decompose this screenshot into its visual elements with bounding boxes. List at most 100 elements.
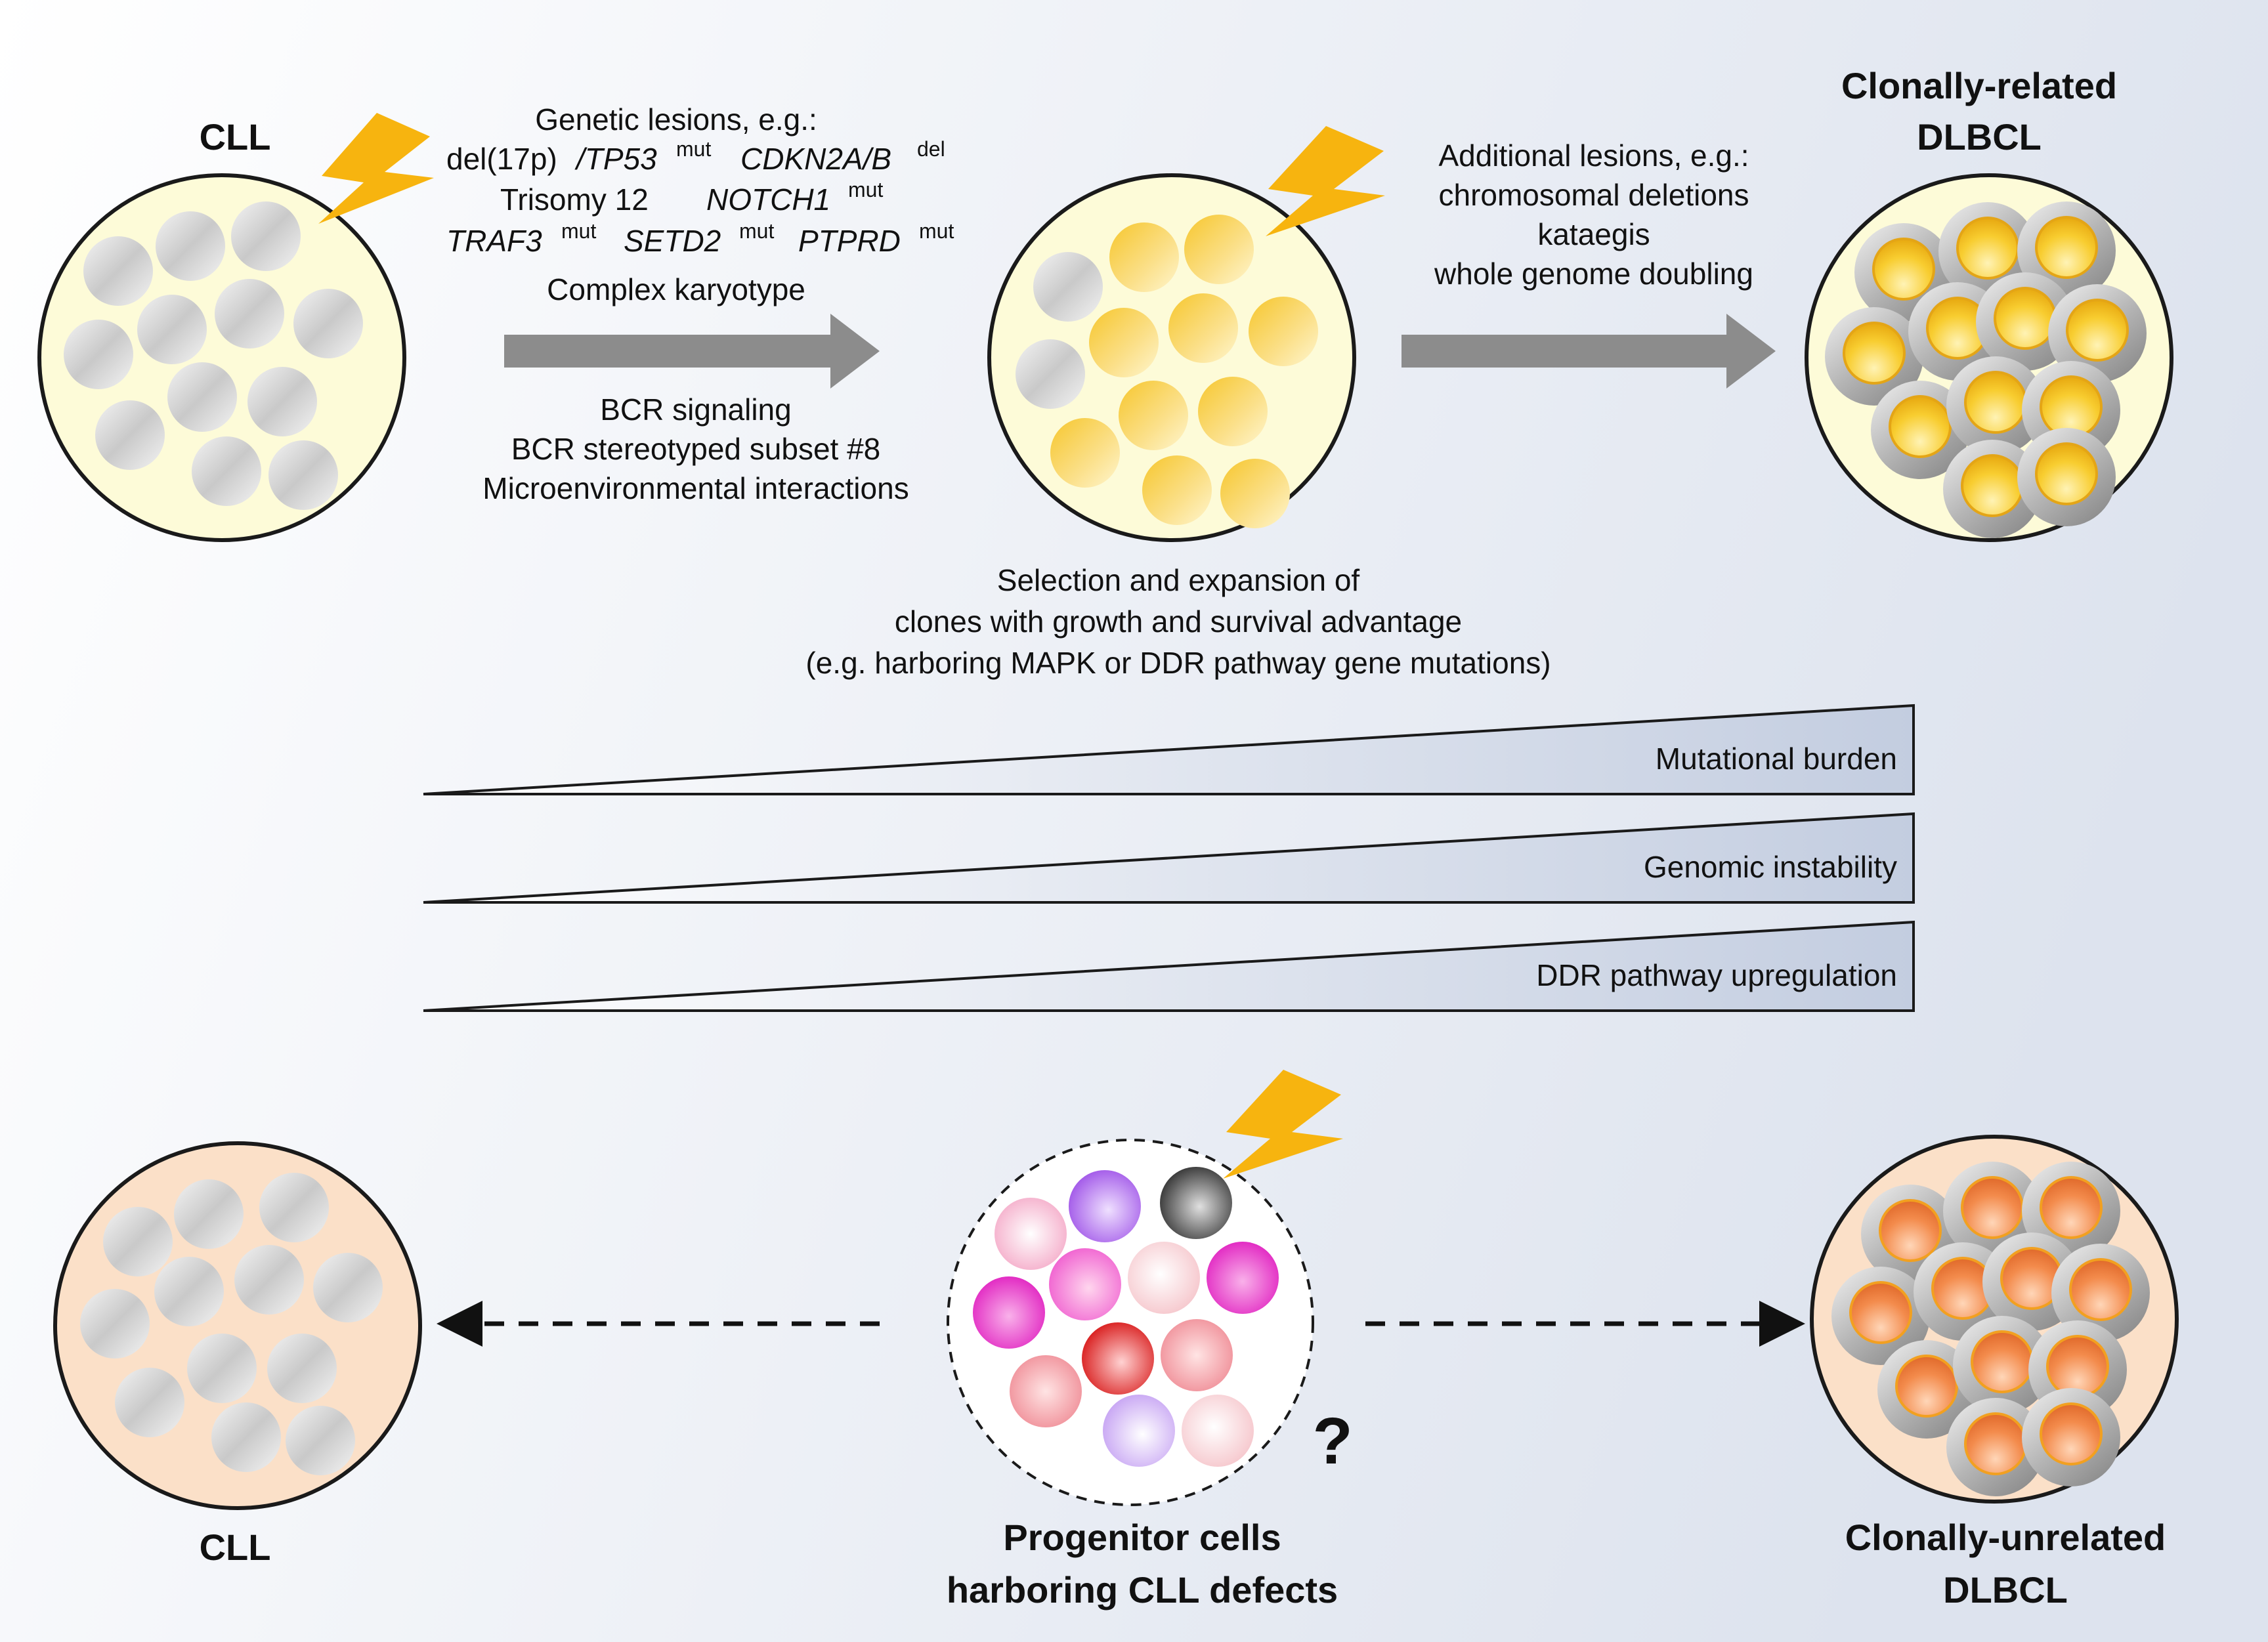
cll-cell <box>167 362 237 432</box>
transformed-cell <box>1249 297 1318 366</box>
dlbcl-cell <box>2051 1244 2150 1342</box>
cll-cell <box>1033 252 1103 322</box>
question-mark: ? <box>1312 1404 1352 1478</box>
transformed-cell <box>1198 377 1268 446</box>
selection-line1: Selection and expansion of <box>997 563 1360 597</box>
selection-line2: clones with growth and survival advantag… <box>895 604 1462 639</box>
whole-genome-doubling-text: whole genome doubling <box>1434 257 1753 291</box>
cll-cell <box>156 211 225 281</box>
dlbcl-cell <box>2048 284 2147 383</box>
dlbcl-cell <box>2022 1388 2120 1486</box>
cll-cell <box>64 320 133 389</box>
clonally-related-dlbcl-label: DLBCL <box>1917 116 2042 158</box>
chromosomal-deletions-text: chromosomal deletions <box>1438 178 1749 212</box>
cll-cell <box>215 279 284 348</box>
ptprd-text: PTPRD <box>798 224 901 258</box>
transformed-cell <box>1119 381 1188 450</box>
dlbcl-cell <box>1946 1398 2045 1496</box>
cll-cell <box>187 1334 257 1403</box>
dlbcl-cell <box>1877 1340 1976 1439</box>
microenvironment-text: Microenvironmental interactions <box>482 471 909 505</box>
clonally-related-label: Clonally-related <box>1841 65 2117 106</box>
additional-lesions-heading: Additional lesions, e.g.: <box>1438 138 1749 173</box>
cll-cell <box>103 1207 173 1276</box>
dlbcl-cell <box>1871 381 1969 479</box>
transformed-cell <box>1168 293 1238 363</box>
selection-line3: (e.g. harboring MAPK or DDR pathway gene… <box>805 646 1551 680</box>
dlbcl-cell <box>1953 1316 2051 1414</box>
genetic-lesions-heading: Genetic lesions, e.g.: <box>535 102 817 137</box>
progenitor-cell <box>1010 1355 1082 1427</box>
cll-cells-top <box>64 201 363 510</box>
cll-cell <box>80 1289 150 1358</box>
bcr-subset-text: BCR stereotyped subset #8 <box>511 432 881 466</box>
cll-cell <box>234 1245 304 1315</box>
cll-cell <box>154 1257 224 1326</box>
wedge-label: Genomic instability <box>1644 850 1897 884</box>
ddr-pathway-wedge: DDR pathway upregulation <box>423 920 1915 1012</box>
cll-cell <box>267 1334 337 1403</box>
progression-arrow-1 <box>504 314 880 389</box>
wedge-label: Mutational burden <box>1656 742 1897 776</box>
kataegis-text: kataegis <box>1537 217 1650 251</box>
progenitor-cell <box>973 1276 1045 1349</box>
cll-cell <box>247 367 317 436</box>
notch1-mut-sup: mut <box>848 178 883 201</box>
lightning-bolt-icon <box>1266 126 1385 236</box>
genetic-lesions-text: Genetic lesions, e.g.: del(17p) /TP53 mu… <box>446 102 954 306</box>
setd2-mut-sup: mut <box>739 219 774 243</box>
progenitor-cell <box>1182 1395 1254 1467</box>
lightning-bolt-icon <box>318 113 434 224</box>
notch1-text: NOTCH1 <box>706 182 830 217</box>
ptprd-mut-sup: mut <box>919 219 954 243</box>
cll-cell <box>231 201 301 271</box>
cll-cell <box>174 1179 244 1249</box>
transformed-cell <box>1142 455 1212 525</box>
clonally-unrelated-label: Clonally-unrelated <box>1845 1517 2166 1558</box>
cll-cell <box>1016 339 1085 409</box>
tp53-text: /TP53 <box>574 142 657 176</box>
clonally-unrelated-dlbcl-label: DLBCL <box>1943 1569 2068 1610</box>
progenitor-label-line1: Progenitor cells <box>1003 1517 1281 1558</box>
transformed-cell <box>1220 459 1290 528</box>
dlbcl-cells-related <box>1825 201 2147 538</box>
cll-cells-bottom <box>80 1173 383 1475</box>
traf3-mut-sup: mut <box>561 219 596 243</box>
tp53-mut-sup: mut <box>676 137 711 161</box>
transformed-cell <box>1184 215 1254 284</box>
wedge-label: DDR pathway upregulation <box>1536 958 1897 992</box>
dlbcl-cell <box>1825 307 1923 406</box>
cll-cell <box>259 1173 329 1242</box>
transformed-cell <box>1089 308 1159 377</box>
mutational-burden-wedge: Mutational burden <box>423 704 1915 795</box>
dlbcl-cell <box>1946 356 2045 455</box>
cll-cell <box>313 1253 383 1322</box>
dlbcl-cell <box>1943 440 2042 538</box>
lightning-bolt-icon <box>1223 1070 1343 1179</box>
progenitor-cell <box>1207 1242 1279 1314</box>
progenitor-cell <box>1128 1242 1200 1314</box>
transformed-cell <box>1050 418 1120 488</box>
genomic-instability-wedge: Genomic instability <box>423 812 1915 904</box>
del17p-text: del(17p) <box>446 142 557 176</box>
dlbcl-cell <box>2017 428 2116 526</box>
cll-bottom-label: CLL <box>200 1526 271 1568</box>
progenitor-cell <box>995 1198 1067 1270</box>
progression-arrow-2 <box>1401 314 1776 389</box>
cdkn2ab-text: CDKN2A/B <box>740 142 891 176</box>
cll-cell <box>286 1406 355 1475</box>
progenitor-label-line2: harboring CLL defects <box>947 1569 1338 1610</box>
cll-cell <box>115 1368 184 1437</box>
progenitor-cell <box>1049 1248 1121 1320</box>
progenitor-cell <box>1069 1170 1141 1242</box>
bcr-signaling-text: BCR signaling <box>600 392 791 427</box>
setd2-text: SETD2 <box>624 224 721 258</box>
cll-cell <box>293 289 363 358</box>
cll-cell <box>211 1402 281 1472</box>
cll-cell <box>192 436 261 506</box>
expansion-cells <box>1016 215 1318 528</box>
trisomy-text: Trisomy 12 <box>500 182 649 217</box>
dlbcl-cell <box>1831 1267 1930 1365</box>
